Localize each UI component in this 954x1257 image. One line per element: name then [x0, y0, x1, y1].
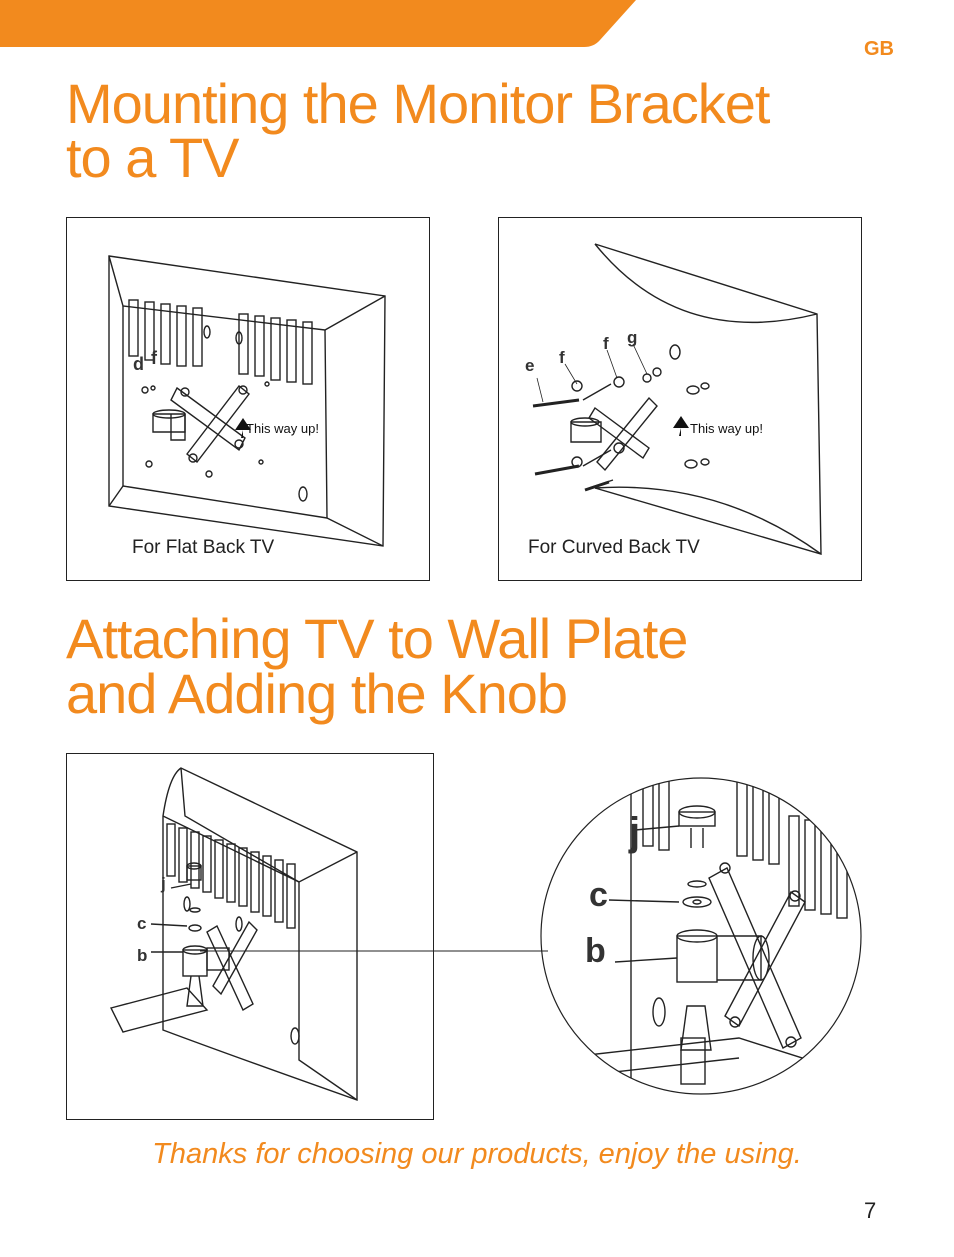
page-number: 7 — [864, 1198, 877, 1223]
language-code: GB — [864, 38, 894, 60]
wall-plate-drawing — [109, 767, 358, 1101]
zoom-label-j: j — [629, 810, 641, 854]
flat-back-caption: For Flat Back TV — [132, 537, 275, 558]
zoom-label-c: c — [589, 876, 608, 914]
part-label-b: b — [137, 946, 148, 965]
zoom-label-b: b — [585, 932, 606, 970]
header-banner — [0, 0, 636, 47]
part-label-e: e — [525, 356, 535, 375]
curved-tv-drawing — [532, 243, 822, 555]
section2-title-line1: Attaching TV to Wall Plate — [66, 607, 688, 670]
wall-plate-diagram: j c b — [66, 753, 434, 1120]
flat-this-way-up: This way up! — [246, 421, 319, 436]
section2-title-line2: and Adding the Knob — [66, 662, 568, 725]
part-label-c: c — [137, 914, 147, 933]
zoom-detail-drawing — [540, 777, 862, 1095]
part-label-f-2: f — [603, 334, 609, 353]
curved-this-way-up: This way up! — [690, 421, 763, 436]
section-title-line2: to a TV — [66, 126, 240, 189]
curved-back-caption: For Curved Back TV — [528, 537, 700, 558]
flat-back-tv-diagram: d f — [66, 217, 430, 581]
curved-back-tv-diagram: e f f g — [498, 217, 862, 581]
zoom-detail-circle: j c b — [539, 776, 863, 1096]
part-label-f-1: f — [559, 348, 565, 367]
part-label-g: g — [627, 328, 638, 347]
part-label-f: f — [151, 348, 157, 368]
section-title-line1: Mounting the Monitor Bracket — [66, 72, 770, 135]
part-label-d: d — [133, 354, 144, 374]
thanks-message: Thanks for choosing our products, enjoy … — [152, 1138, 802, 1170]
flat-tv-drawing — [108, 255, 386, 547]
part-label-j: j — [161, 874, 166, 893]
